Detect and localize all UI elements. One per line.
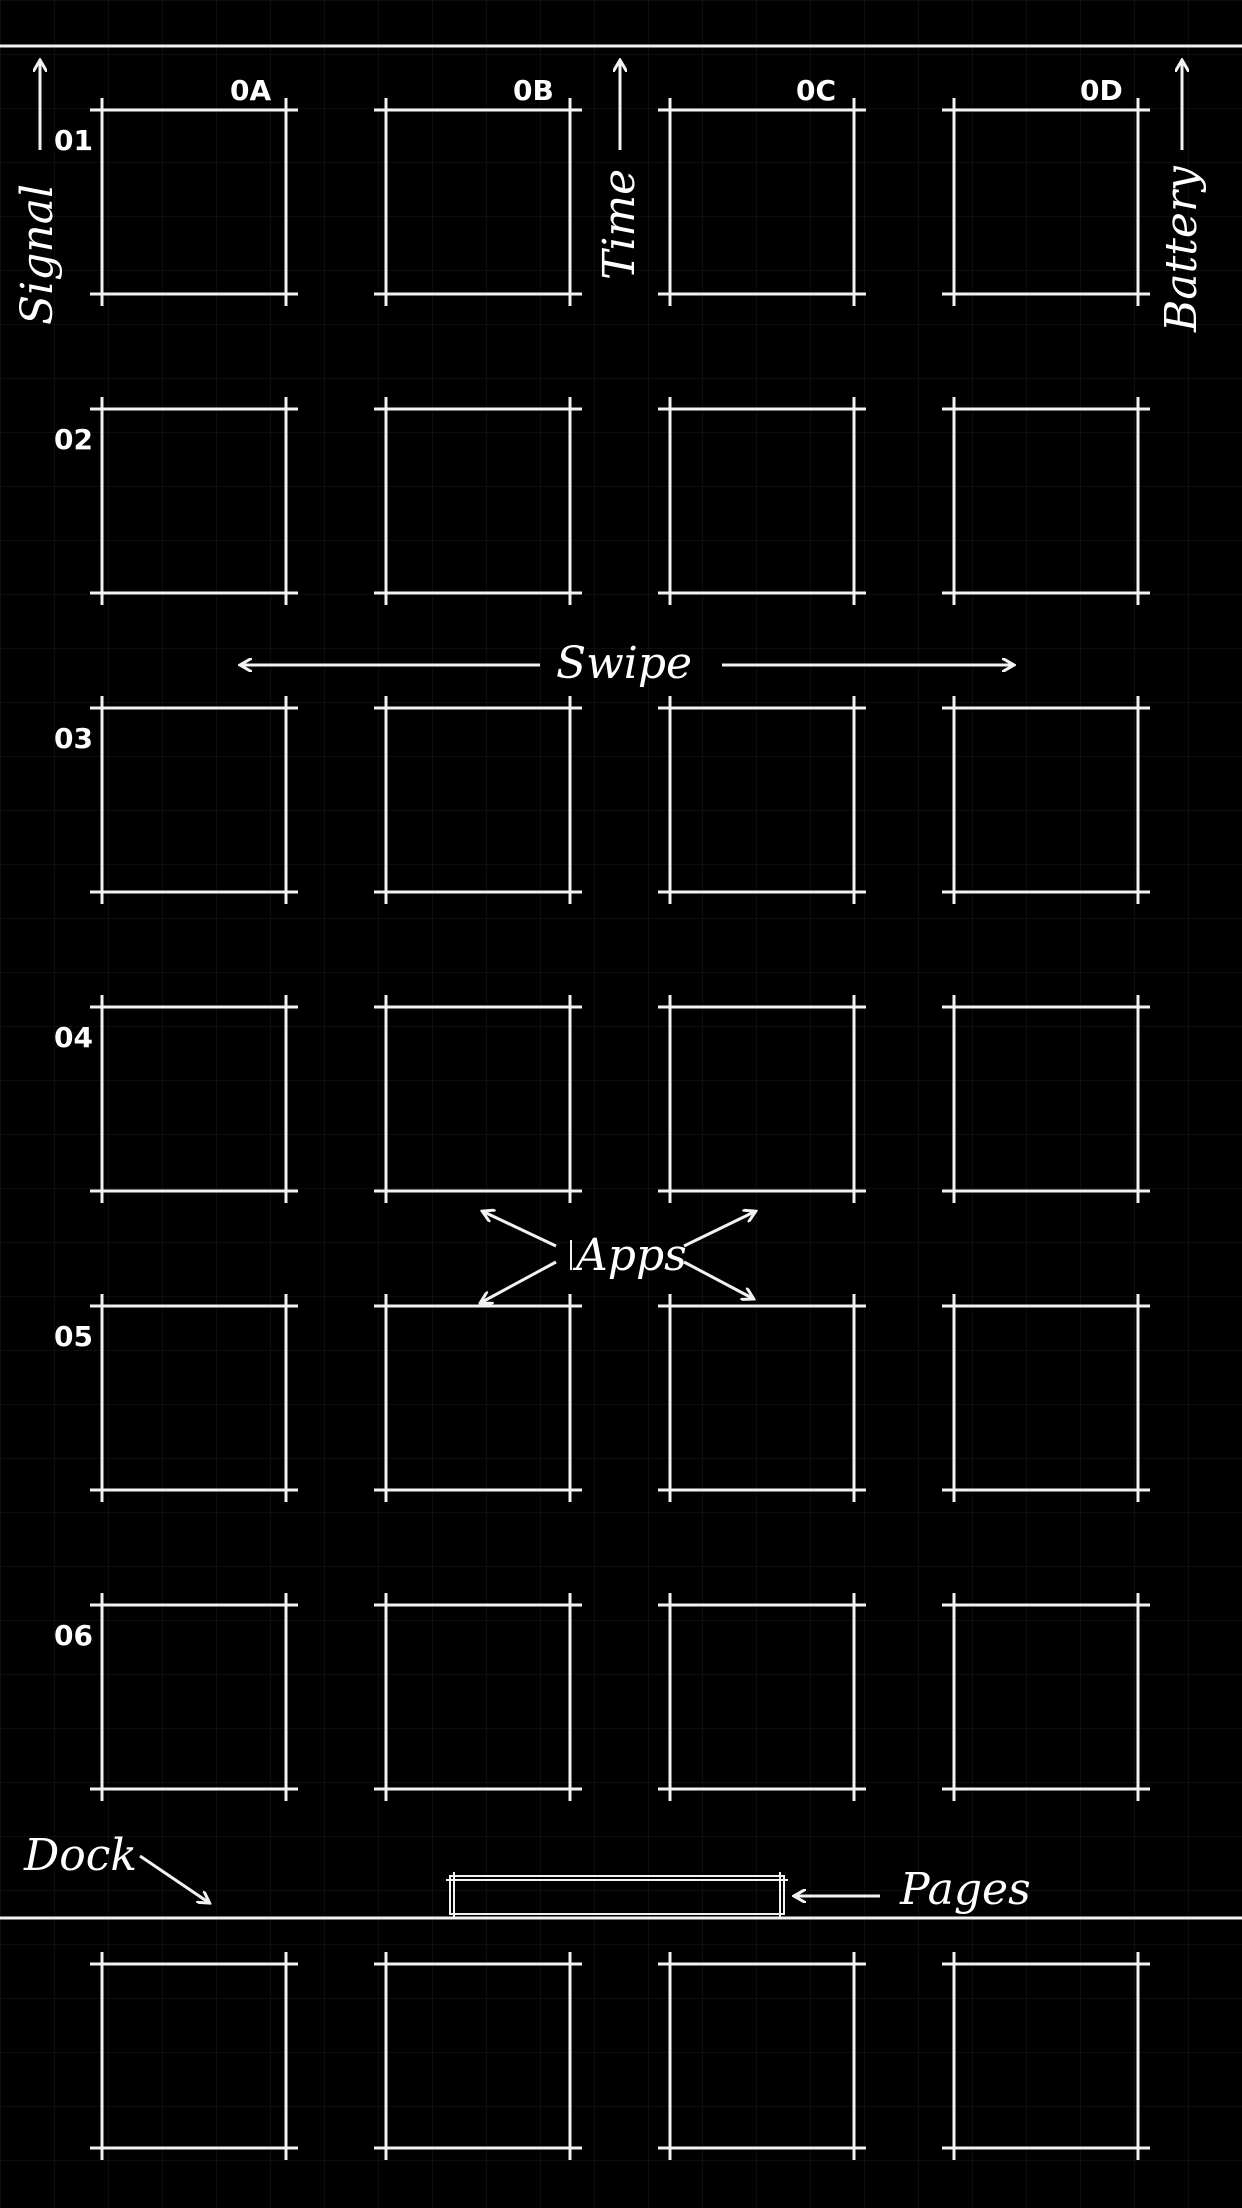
column-label-0a: 0A — [230, 74, 271, 107]
app-slot-05-0c[interactable] — [658, 1294, 866, 1502]
app-slot-05-0a[interactable] — [90, 1294, 298, 1502]
app-slot-01-0d[interactable] — [942, 98, 1150, 306]
pages-label: Pages — [899, 1864, 1031, 1915]
app-icon-grid — [90, 98, 1150, 1801]
time-indicator: Time — [594, 62, 645, 280]
column-label-0d: 0D — [1080, 74, 1123, 107]
column-label-0b: 0B — [513, 74, 554, 107]
row-label-03: 03 — [54, 722, 93, 755]
apps-arrow-upper-right-icon — [683, 1212, 754, 1248]
time-label: Time — [594, 169, 645, 280]
battery-indicator: Battery — [1156, 62, 1207, 333]
app-slot-06-0d[interactable] — [942, 1593, 1150, 1801]
dock-slot-4[interactable] — [942, 1952, 1150, 2160]
app-slot-01-0a[interactable] — [90, 98, 298, 306]
swipe-label: Swipe — [556, 638, 692, 689]
dock-slot-1[interactable] — [90, 1952, 298, 2160]
app-slot-02-0c[interactable] — [658, 397, 866, 605]
app-slot-06-0c[interactable] — [658, 1593, 866, 1801]
app-slot-01-0c[interactable] — [658, 98, 866, 306]
app-slot-05-0b[interactable] — [374, 1294, 582, 1502]
app-slot-03-0d[interactable] — [942, 696, 1150, 904]
app-slot-03-0b[interactable] — [374, 696, 582, 904]
app-slot-04-0d[interactable] — [942, 995, 1150, 1203]
app-slot-03-0a[interactable] — [90, 696, 298, 904]
page-indicator[interactable]: Pages — [446, 1864, 1031, 1918]
app-slot-02-0a[interactable] — [90, 397, 298, 605]
apps-annotation: Apps — [482, 1212, 754, 1302]
dock-annotation: Dock — [23, 1830, 208, 1902]
column-labels: 0A 0B 0C 0D — [230, 74, 1123, 107]
dock-arrow-icon — [139, 1854, 208, 1902]
swipe-annotation: Swipe — [242, 638, 1012, 689]
app-slot-04-0b[interactable] — [374, 995, 582, 1203]
page-indicator-box[interactable] — [449, 1875, 785, 1915]
app-slot-02-0b[interactable] — [374, 397, 582, 605]
dock-label: Dock — [23, 1830, 137, 1881]
signal-label: Signal — [12, 184, 63, 325]
dock-bar — [90, 1952, 1150, 2160]
app-slot-05-0d[interactable] — [942, 1294, 1150, 1502]
row-label-05: 05 — [54, 1320, 93, 1353]
app-slot-03-0c[interactable] — [658, 696, 866, 904]
app-slot-04-0a[interactable] — [90, 995, 298, 1203]
app-slot-01-0b[interactable] — [374, 98, 582, 306]
row-labels: 01 02 03 04 05 06 — [54, 124, 93, 1652]
row-label-02: 02 — [54, 423, 93, 456]
apps-arrow-lower-left-icon — [482, 1260, 557, 1302]
apps-label: Apps — [572, 1230, 687, 1281]
apps-arrow-upper-left-icon — [484, 1212, 557, 1248]
dock-slot-2[interactable] — [374, 1952, 582, 2160]
apps-arrow-lower-right-icon — [683, 1260, 752, 1298]
signal-indicator: Signal — [12, 62, 63, 325]
app-slot-06-0a[interactable] — [90, 1593, 298, 1801]
battery-label: Battery — [1156, 165, 1207, 333]
app-slot-06-0b[interactable] — [374, 1593, 582, 1801]
column-label-0c: 0C — [796, 74, 836, 107]
row-label-01: 01 — [54, 124, 93, 157]
row-label-04: 04 — [54, 1021, 93, 1054]
dock-slot-3[interactable] — [658, 1952, 866, 2160]
app-slot-02-0d[interactable] — [942, 397, 1150, 605]
row-label-06: 06 — [54, 1619, 93, 1652]
app-slot-04-0c[interactable] — [658, 995, 866, 1203]
